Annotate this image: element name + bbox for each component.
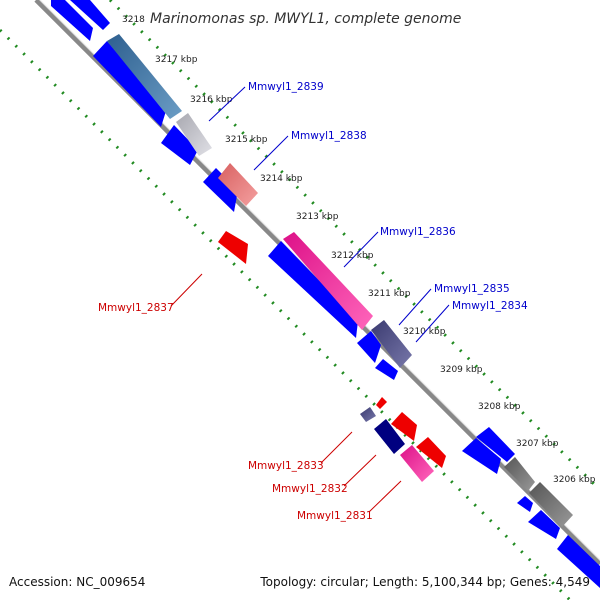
map-title: Marinomonas sp. MWYL1, complete genome: [150, 11, 461, 27]
gene-label: Mmwyl1_2836: [380, 226, 456, 238]
gene-red: [416, 437, 446, 468]
gene-blue: [462, 438, 501, 474]
gene-slate: [360, 407, 376, 422]
gene-red: [218, 231, 248, 264]
gc-track-outer: [0, 28, 572, 600]
gene-label: Mmwyl1_2839: [248, 81, 324, 93]
leader-line: [253, 135, 289, 171]
gene-pink: [283, 232, 373, 330]
tick-label: 3212 kbp: [331, 251, 374, 261]
gene-blue: [528, 510, 560, 539]
gene-steel: [107, 34, 182, 119]
tick-label: 3206 kbp: [553, 475, 596, 485]
tick-label: 3215 kbp: [225, 135, 268, 145]
gene-red: [391, 412, 417, 441]
gene-blue: [161, 125, 198, 165]
gene-slate: [371, 320, 412, 368]
gene-pink: [400, 445, 434, 482]
tick-label: 3218: [122, 15, 145, 25]
tick-label: 3208 kbp: [478, 402, 521, 412]
leader-line: [343, 454, 377, 487]
gene-red: [376, 397, 387, 409]
gene-label: Mmwyl1_2834: [452, 300, 528, 312]
gene-blue: [51, 0, 93, 41]
leader-line: [398, 288, 432, 326]
tick-label: 3216 kbp: [190, 95, 233, 105]
gene-silver: [176, 113, 212, 156]
gene-blue: [557, 535, 600, 588]
leader-line: [208, 86, 246, 122]
gene-blue: [203, 168, 238, 212]
gene-label: Mmwyl1_2837: [98, 302, 174, 314]
gene-label: Mmwyl1_2838: [291, 130, 367, 142]
gene-blue: [517, 496, 533, 512]
gene-blue: [476, 427, 515, 462]
gene-blue: [268, 241, 358, 338]
gene-salmon: [218, 163, 258, 206]
leader-line: [343, 231, 379, 268]
tick-label: 3217 kbp: [155, 55, 198, 65]
tick-label: 3207 kbp: [516, 439, 559, 449]
gene-navy: [374, 419, 405, 454]
tick-label: 3213 kbp: [296, 212, 339, 222]
genome-summary-text: Topology: circular; Length: 5,100,344 bp…: [259, 575, 590, 589]
gene-label: Mmwyl1_2833: [248, 460, 324, 472]
gene-grey: [529, 482, 573, 527]
gene-blue: [93, 41, 166, 127]
gene-grey: [504, 457, 535, 491]
gene-label: Mmwyl1_2832: [272, 483, 348, 495]
tick-label: 3211 kbp: [368, 289, 411, 299]
gene-label: Mmwyl1_2831: [297, 510, 373, 522]
tick-label: 3209 kbp: [440, 365, 483, 375]
leader-line: [415, 304, 450, 343]
leader-line: [320, 431, 353, 464]
accession-text: Accession: NC_009654: [9, 575, 145, 589]
tick-label: 3214 kbp: [260, 174, 303, 184]
leader-line: [170, 273, 203, 307]
gene-blue: [375, 359, 398, 380]
gene-label: Mmwyl1_2835: [434, 283, 510, 295]
gene-blue: [357, 331, 381, 363]
gene-blue: [70, 0, 110, 30]
gc-track-inner: [108, 0, 600, 492]
leader-line: [368, 480, 402, 513]
